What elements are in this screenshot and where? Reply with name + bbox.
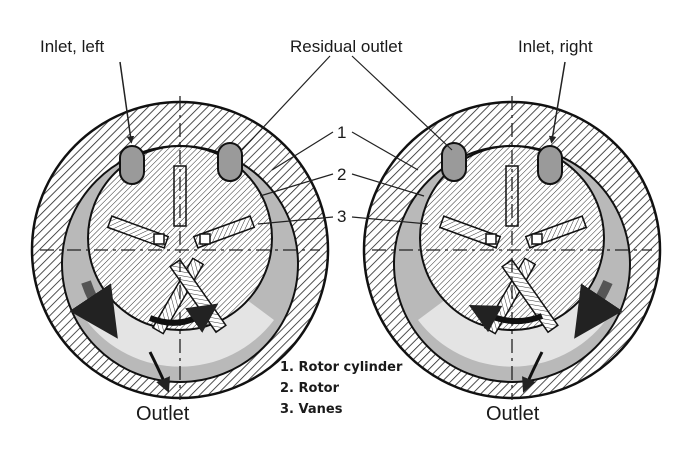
right-residual-port bbox=[441, 142, 467, 182]
left-inlet-port bbox=[119, 145, 145, 185]
label-inlet-right: Inlet, right bbox=[518, 37, 593, 56]
right-pump bbox=[362, 61, 662, 400]
right-inflow-arrow bbox=[548, 61, 566, 144]
left-rotation-arrow bbox=[148, 303, 219, 333]
callout-1: 1 bbox=[337, 123, 346, 142]
left-inflow-arrow bbox=[119, 61, 135, 144]
callout-2: 2 bbox=[337, 165, 346, 184]
callout-3: 3 bbox=[337, 207, 346, 226]
left-cavity-arrow bbox=[69, 280, 118, 339]
left-outlet-arrow bbox=[148, 351, 170, 393]
legend-item-rotor: 2. Rotor bbox=[280, 381, 340, 396]
label-outlet-right: Outlet bbox=[486, 403, 540, 425]
legend-item-vanes: 3. Vanes bbox=[280, 402, 343, 417]
legend-item-rotor-cylinder: 1. Rotor cylinder bbox=[280, 360, 403, 375]
right-outlet-arrow bbox=[522, 351, 544, 393]
label-residual-outlet: Residual outlet bbox=[290, 37, 403, 56]
label-inlet-left: Inlet, left bbox=[40, 37, 105, 56]
left-residual-port bbox=[217, 142, 243, 182]
label-outlet-left: Outlet bbox=[136, 403, 190, 425]
leader-lines bbox=[241, 55, 453, 225]
left-pump bbox=[30, 61, 330, 400]
right-cavity-arrow bbox=[574, 279, 623, 339]
right-inlet-port bbox=[537, 145, 563, 185]
right-rotation-arrow bbox=[468, 304, 544, 333]
